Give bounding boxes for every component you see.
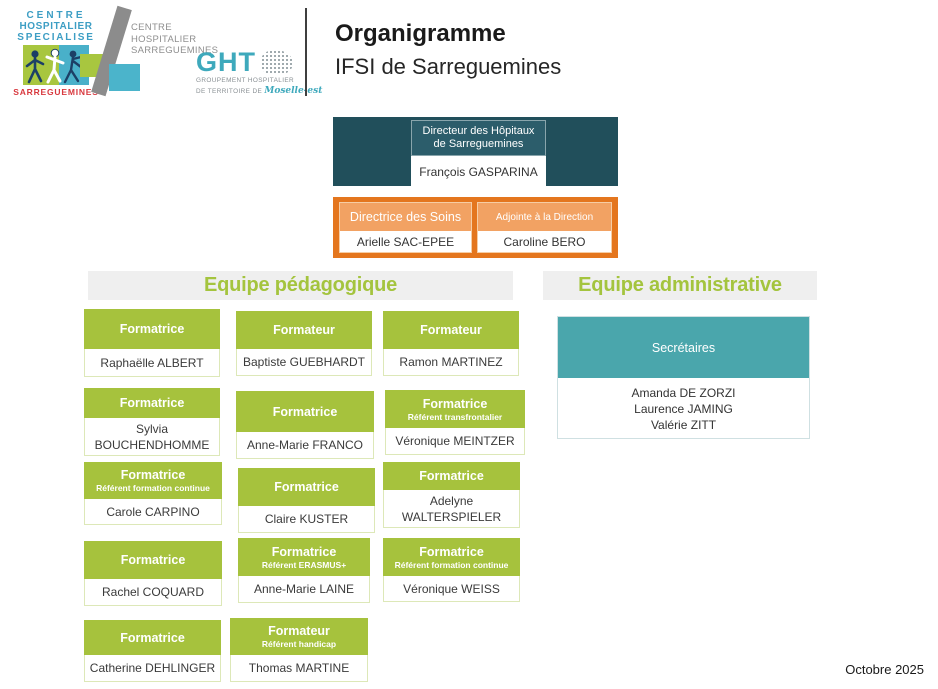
staff-card-dehlinger: Formatrice Catherine DEHLINGER xyxy=(84,620,221,682)
deputy-role: Directrice des Soins xyxy=(340,203,471,231)
header-vertical-divider xyxy=(305,8,307,96)
section-title-administrative: Equipe administrative xyxy=(543,271,817,300)
chs-logo-line2: HOSPITALIER xyxy=(19,21,93,32)
staff-role-subtitle: Référent ERASMUS+ xyxy=(261,559,347,570)
logo-ght: GHT GROUPEMENT HOSPITALIER DE TERRITOIRE… xyxy=(196,47,322,97)
logo-ch-sarreguemines-cross-icon xyxy=(80,5,142,97)
staff-name: Véronique WEISS xyxy=(383,576,520,602)
staff-card-bouchendhomme: Formatrice Sylvia BOUCHENDHOMME xyxy=(84,388,220,456)
staff-role-subtitle: Référent transfrontalier xyxy=(407,411,503,422)
staff-name: Ramon MARTINEZ xyxy=(383,349,519,376)
director-role: Directeur des Hôpitaux de Sarreguemines xyxy=(411,120,546,156)
ght-tagline2: DE TERRITOIRE DE Moselle-est xyxy=(196,86,322,96)
staff-role: Formatrice xyxy=(120,553,186,567)
secretary-name: Laurence JAMING xyxy=(634,402,733,416)
deputy-name: Arielle SAC-EPEE xyxy=(356,234,455,249)
secretaries-members: Amanda DE ZORZI Laurence JAMING Valérie … xyxy=(558,378,809,433)
staff-card-martinez: Formateur Ramon MARTINEZ xyxy=(383,311,519,376)
staff-card-guebhardt: Formateur Baptiste GUEBHARDT xyxy=(236,311,372,376)
cross-teal-shape xyxy=(109,64,140,91)
staff-role: Formateur xyxy=(420,323,482,337)
deputy-card-adjointe-direction: Adjointe à la Direction Caroline BERO xyxy=(477,202,612,253)
ch-logo-line2: HOSPITALIER xyxy=(131,33,197,45)
footer-date: Octobre 2025 xyxy=(845,662,924,677)
staff-name: Catherine DEHLINGER xyxy=(84,655,221,682)
page-titles: Organigramme IFSI de Sarreguemines xyxy=(335,20,561,80)
section-title-pedagogique: Equipe pédagogique xyxy=(88,271,513,300)
director-card: Directeur des Hôpitaux de Sarreguemines … xyxy=(411,120,546,187)
ght-territory-name: Moselle-est xyxy=(264,86,323,96)
chs-logo-city: SARREGUEMINES xyxy=(13,87,99,97)
staff-role: Formatrice xyxy=(120,630,185,645)
staff-card-coquard: Formatrice Rachel COQUARD xyxy=(84,541,222,606)
staff-name: Sylvia BOUCHENDHOMME xyxy=(84,418,220,456)
chs-people-figures-icon xyxy=(23,45,89,85)
staff-role-subtitle: Référent handicap xyxy=(261,639,337,649)
ch-logo-line3: SARREGUEMINES xyxy=(131,45,219,56)
deputy-role: Adjointe à la Direction xyxy=(478,203,611,231)
deputy-card-directrice-des-soins: Directrice des Soins Arielle SAC-EPEE xyxy=(339,202,472,253)
staff-role: Formatrice xyxy=(119,322,185,336)
staff-card-albert: Formatrice Raphaëlle ALBERT xyxy=(84,309,220,377)
staff-role: Formatrice xyxy=(274,480,339,494)
ght-tagline1: GROUPEMENT HOSPITALIER xyxy=(196,77,295,84)
staff-role: Formatrice xyxy=(422,396,488,411)
staff-name: Raphaëlle ALBERT xyxy=(84,349,220,377)
ght-tagline2-text: DE TERRITOIRE DE xyxy=(196,88,265,95)
staff-name: Anne-Marie FRANCO xyxy=(236,432,374,459)
staff-role-subtitle: Référent formation continue xyxy=(96,483,210,493)
staff-role: Formatrice xyxy=(272,404,338,419)
chs-logo-line3: SPECIALISE xyxy=(17,32,95,43)
ch-logo-line1: CENTRE xyxy=(131,22,172,33)
staff-role: Formatrice xyxy=(419,544,484,559)
logo-centre-hospitalier-specialise: CENTRE HOSPITALIER SPECIALISE SARREGUEMI… xyxy=(12,10,100,97)
staff-card-kuster: Formatrice Claire KUSTER xyxy=(238,468,375,533)
staff-role: Formateur xyxy=(273,323,335,337)
secretaries-card: Secrétaires Amanda DE ZORZI Laurence JAM… xyxy=(557,316,810,439)
staff-role: Formatrice xyxy=(119,396,185,410)
chs-logo-line1: CENTRE xyxy=(26,10,86,21)
page-subtitle: IFSI de Sarreguemines xyxy=(335,54,562,79)
staff-card-walterspieler: Formatrice Adelyne WALTERSPIELER xyxy=(383,462,520,528)
staff-role: Formatrice xyxy=(271,544,337,559)
page-title: Organigramme xyxy=(335,20,506,47)
staff-name: Carole CARPINO xyxy=(84,499,222,525)
staff-name: Véronique MEINTZER xyxy=(385,428,525,455)
ght-acronym: GHT xyxy=(196,47,256,77)
deputy-name: Caroline BERO xyxy=(503,234,586,249)
staff-name: Claire KUSTER xyxy=(238,506,375,533)
staff-role: Formatrice xyxy=(419,469,484,483)
staff-name: Baptiste GUEBHARDT xyxy=(236,349,372,376)
staff-name: Adelyne WALTERSPIELER xyxy=(383,490,520,528)
staff-name: Thomas MARTINE xyxy=(230,655,368,682)
staff-name: Rachel COQUARD xyxy=(84,579,222,606)
logo-ch-sarreguemines-text: CENTRE HOSPITALIER SARREGUEMINES xyxy=(131,22,218,57)
staff-card-carpino: Formatrice Référent formation continue C… xyxy=(84,462,222,525)
staff-card-weiss: Formatrice Référent formation continue V… xyxy=(383,538,520,602)
staff-name: Anne-Marie LAINE xyxy=(238,576,370,603)
staff-role-subtitle: Référent formation continue xyxy=(394,559,509,570)
secretary-name: Amanda DE ZORZI xyxy=(631,386,736,400)
secretary-name: Valérie ZITT xyxy=(650,418,717,432)
staff-card-franco: Formatrice Anne-Marie FRANCO xyxy=(236,391,374,459)
director-name: François GASPARINA xyxy=(419,164,538,179)
staff-card-meintzer: Formatrice Référent transfrontalier Véro… xyxy=(385,390,525,455)
staff-card-laine: Formatrice Référent ERASMUS+ Anne-Marie … xyxy=(238,538,370,603)
secretaries-role: Secrétaires xyxy=(558,317,809,378)
staff-role: Formatrice xyxy=(120,468,186,482)
staff-card-martine: Formateur Référent handicap Thomas MARTI… xyxy=(230,618,368,682)
staff-role: Formateur xyxy=(268,624,330,638)
ght-territory-map-icon xyxy=(261,50,293,75)
